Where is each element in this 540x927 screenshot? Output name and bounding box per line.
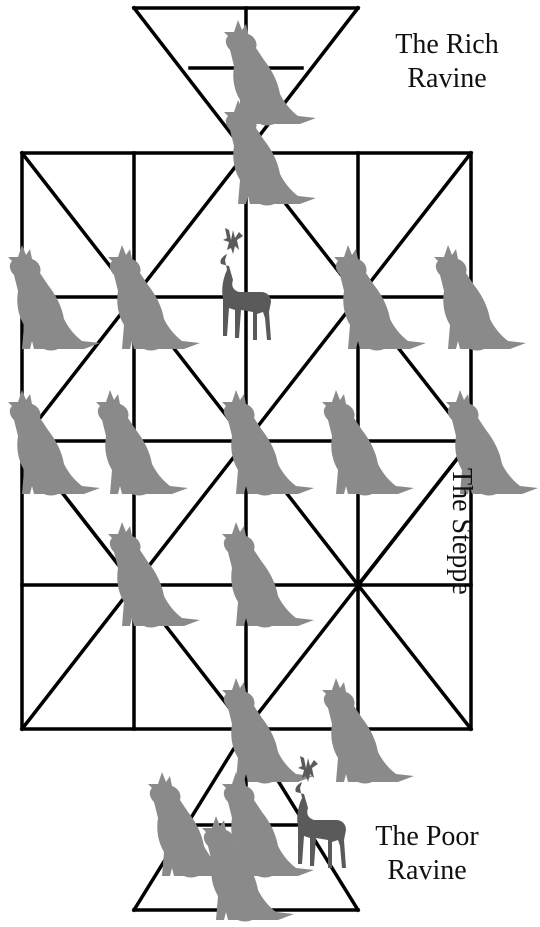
wolf-piece[interactable]	[108, 522, 200, 628]
poor-ravine-line1: The Poor	[352, 820, 502, 854]
steppe-label: The Steppe	[444, 468, 478, 608]
poor-ravine-label: The Poor Ravine	[352, 820, 502, 888]
wolf-piece[interactable]	[222, 522, 314, 628]
rich-ravine-line2: Ravine	[372, 62, 522, 96]
poor-ravine-line2: Ravine	[352, 854, 502, 888]
rich-ravine-line1: The Rich	[372, 28, 522, 62]
rich-ravine-label: The Rich Ravine	[372, 28, 522, 96]
wolf-piece[interactable]	[434, 245, 526, 351]
